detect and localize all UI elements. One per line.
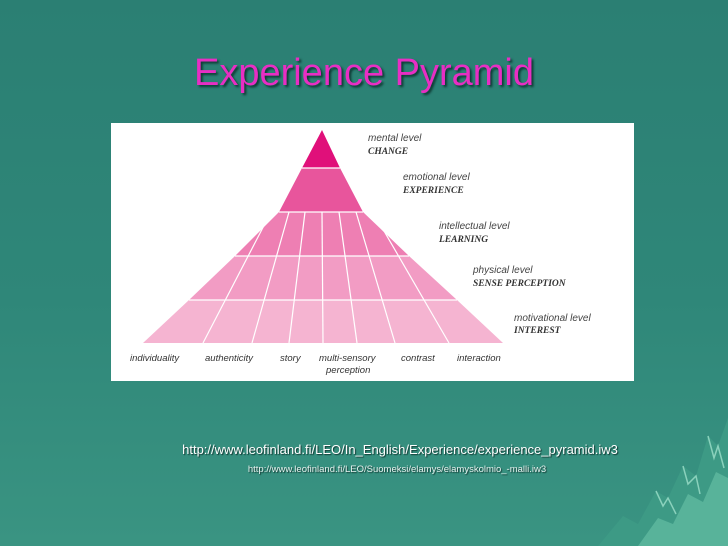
level-name: physical level	[472, 265, 533, 276]
source-link-finnish[interactable]: http://www.leofinland.fi/LEO/Suomeksi/el…	[247, 464, 547, 475]
category-labels: individuality authenticity story multi-s…	[130, 353, 501, 376]
level-key: LEARNING	[438, 235, 488, 245]
level-label-emotional: emotional level EXPERIENCE	[402, 172, 470, 196]
pyramid-figure: mental level CHANGE emotional level EXPE…	[111, 123, 634, 381]
level-label-intellectual: intellectual level LEARNING	[438, 221, 510, 245]
level-label-motivational: motivational level INTEREST	[513, 313, 591, 336]
level-label-physical: physical level SENSE PERCEPTION	[472, 265, 567, 289]
level-label-mental: mental level CHANGE	[368, 133, 422, 157]
source-link-english[interactable]: http://www.leofinland.fi/LEO/In_English/…	[182, 442, 618, 457]
level-key: EXPERIENCE	[402, 186, 464, 196]
pyramid-level-mental	[302, 130, 340, 168]
level-name: intellectual level	[439, 221, 510, 232]
category-label: individuality	[130, 353, 180, 364]
level-name: emotional level	[403, 172, 470, 183]
pyramid-level-emotional	[279, 168, 363, 212]
category-label: story	[280, 353, 302, 364]
mountain-decoration	[598, 418, 728, 546]
category-label: authenticity	[205, 353, 254, 364]
slide-title: Experience Pyramid	[193, 52, 535, 94]
level-key: INTEREST	[513, 326, 562, 336]
level-name: motivational level	[514, 313, 591, 324]
level-key: CHANGE	[368, 147, 408, 157]
pyramid-diagram: mental level CHANGE emotional level EXPE…	[130, 130, 591, 376]
category-label: multi-sensory	[319, 353, 377, 364]
category-label: interaction	[457, 353, 501, 364]
category-divider-lines	[202, 211, 450, 344]
category-label: perception	[325, 365, 370, 376]
category-label: contrast	[401, 353, 435, 364]
level-name: mental level	[368, 133, 422, 144]
level-key: SENSE PERCEPTION	[473, 279, 567, 289]
